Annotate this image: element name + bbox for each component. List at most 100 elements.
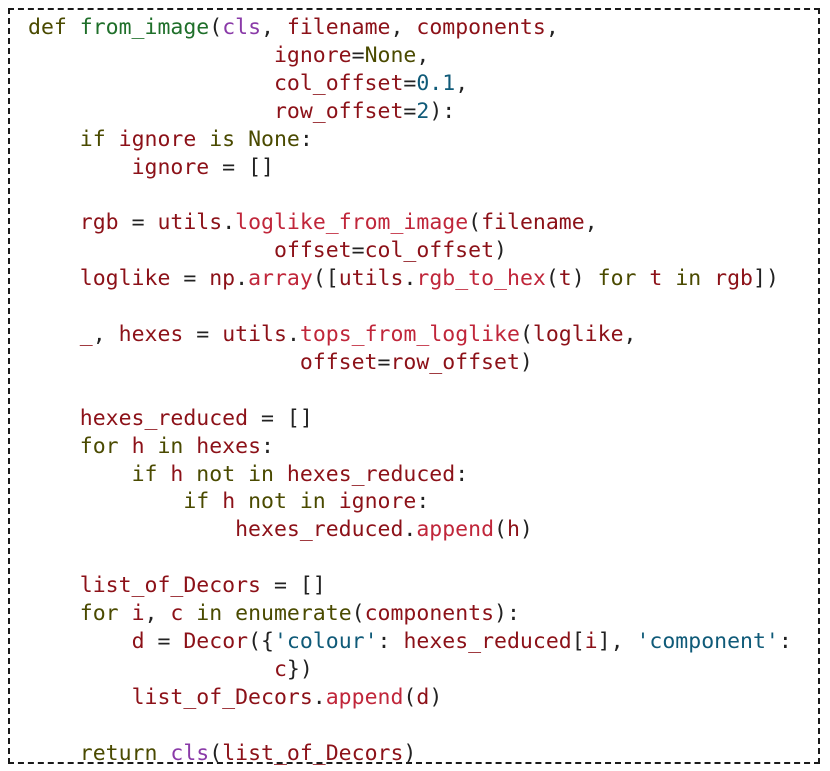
code-token: 2 bbox=[416, 98, 430, 124]
code-token: , bbox=[623, 321, 637, 347]
code-line: offset=col_offset) bbox=[28, 238, 507, 263]
code-token bbox=[28, 350, 300, 375]
code-token: h bbox=[170, 461, 184, 487]
code-token: in bbox=[183, 601, 236, 627]
code-token: components bbox=[364, 601, 495, 627]
code-token: d bbox=[131, 628, 145, 654]
code-token: ( bbox=[209, 15, 223, 40]
code-token: ({ bbox=[248, 628, 274, 654]
code-token bbox=[28, 462, 132, 487]
code-token bbox=[28, 155, 132, 180]
code-token: utils bbox=[157, 210, 223, 236]
code-token: ( bbox=[403, 684, 417, 710]
code-token: ignore bbox=[131, 154, 210, 180]
code-token: for bbox=[79, 601, 132, 627]
code-token: hexes_reduced bbox=[79, 405, 249, 431]
code-token: : bbox=[416, 489, 430, 515]
code-token: if bbox=[183, 489, 223, 515]
code-line: ignore = [] bbox=[28, 155, 274, 180]
code-token: ( bbox=[468, 210, 482, 236]
code-token: . bbox=[403, 517, 417, 543]
code-token: is None bbox=[196, 126, 300, 152]
code-token: : bbox=[778, 628, 792, 654]
code-token: . bbox=[235, 266, 249, 292]
code-token: ) bbox=[403, 740, 417, 766]
code-token: list_of_Decors bbox=[222, 740, 404, 766]
code-line: for h in hexes: bbox=[28, 434, 274, 459]
code-token bbox=[28, 43, 274, 68]
code-token bbox=[28, 657, 274, 682]
code-token: row_offset bbox=[390, 349, 520, 375]
code-token: append bbox=[325, 684, 404, 710]
code-token: ( bbox=[209, 740, 223, 766]
code-token: not in bbox=[235, 489, 339, 515]
code-token: return bbox=[79, 740, 171, 766]
code-token: }) bbox=[286, 656, 313, 682]
code-token: ) bbox=[494, 238, 507, 264]
code-token: , bbox=[390, 15, 417, 40]
code-token: ( bbox=[545, 266, 559, 292]
code-token: c bbox=[273, 656, 287, 682]
code-token: from_image bbox=[79, 15, 210, 40]
code-token: i bbox=[584, 628, 598, 654]
code-token: offset bbox=[273, 238, 352, 264]
code-line: if h not in ignore: bbox=[28, 489, 429, 514]
code-line: list_of_Decors.append(d) bbox=[28, 684, 443, 710]
code-token bbox=[28, 629, 132, 654]
code-token: ( bbox=[351, 601, 365, 627]
code-line: list_of_Decors = [] bbox=[28, 573, 326, 598]
code-token: . bbox=[403, 266, 417, 292]
code-token: d bbox=[416, 684, 430, 710]
code-token: _ bbox=[79, 321, 93, 347]
code-token: : bbox=[377, 628, 404, 654]
code-token: utils bbox=[338, 266, 404, 292]
code-token: = bbox=[170, 266, 210, 292]
code-token bbox=[28, 210, 80, 235]
code-token: ): bbox=[429, 98, 456, 124]
code-token: col_offset bbox=[273, 70, 404, 96]
code-token bbox=[28, 406, 80, 431]
code-token: cls bbox=[170, 740, 210, 766]
code-line: hexes_reduced.append(h) bbox=[28, 517, 533, 542]
code-token: for bbox=[597, 266, 650, 292]
code-token: ignore bbox=[338, 489, 417, 515]
code-token: rgb_to_hex bbox=[416, 266, 546, 292]
code-token: list_of_Decors bbox=[131, 684, 313, 710]
code-block: def from_image(cls, filename, components… bbox=[28, 14, 792, 767]
code-token bbox=[28, 434, 80, 459]
code-token: = bbox=[403, 70, 417, 96]
code-token: = bbox=[403, 98, 417, 124]
code-token: hexes_reduced bbox=[403, 628, 572, 654]
code-token: loglike bbox=[79, 266, 171, 292]
code-token: , bbox=[584, 210, 598, 236]
code-token: tops_from_loglike bbox=[299, 321, 520, 347]
code-token: , bbox=[261, 15, 287, 40]
code-token: ) bbox=[519, 517, 533, 543]
code-token: i bbox=[131, 601, 145, 627]
code-token: 'component' bbox=[636, 628, 779, 654]
code-token: . bbox=[222, 210, 236, 236]
code-token: . bbox=[286, 321, 300, 347]
code-token: cls bbox=[222, 15, 262, 40]
code-token: 'colour' bbox=[273, 628, 378, 654]
code-token: None bbox=[364, 42, 417, 68]
code-line: return cls(list_of_Decors) bbox=[28, 740, 417, 766]
code-token: Decor bbox=[183, 628, 249, 654]
code-line: d = Decor({'colour': hexes_reduced[i], '… bbox=[28, 629, 792, 654]
code-token: filename bbox=[481, 210, 585, 236]
code-token: loglike_from_image bbox=[235, 210, 469, 236]
code-line: c}) bbox=[28, 657, 313, 682]
code-token bbox=[28, 266, 80, 291]
code-token bbox=[28, 517, 235, 542]
code-token: row_offset bbox=[273, 98, 404, 124]
code-token: h bbox=[131, 433, 145, 459]
code-token: def bbox=[28, 15, 80, 40]
code-token: c bbox=[170, 601, 184, 627]
code-token: , bbox=[416, 42, 430, 68]
code-token: offset bbox=[299, 349, 378, 375]
code-line: loglike = np.array([utils.rgb_to_hex(t) … bbox=[28, 266, 779, 291]
code-token bbox=[28, 127, 80, 152]
code-token: : bbox=[261, 433, 274, 459]
code-token: utils bbox=[222, 321, 287, 347]
code-token bbox=[28, 489, 183, 514]
